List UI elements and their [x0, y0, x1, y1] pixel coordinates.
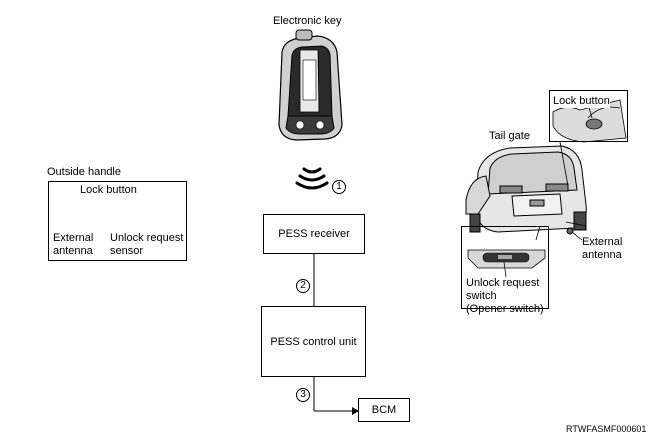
lock-button-inset-icon — [552, 99, 627, 143]
radio-wave-icon — [295, 167, 329, 190]
bcm-label: BCM — [371, 404, 397, 416]
bcm-box: BCM — [358, 398, 410, 422]
step-1-marker: 1 — [332, 180, 346, 194]
outside-handle-label: Outside handle — [47, 166, 121, 178]
tail-gate-label: Tail gate — [489, 130, 530, 142]
electronic-key-label: Electronic key — [273, 15, 342, 27]
pess-control-unit-box: PESS control unit — [261, 306, 366, 377]
step-2-marker: 2 — [296, 279, 310, 293]
unlock-request-sensor-label: Unlock request sensor — [110, 232, 184, 257]
lock-button-handle-label: Lock button — [80, 184, 137, 196]
step-3-marker: 3 — [296, 388, 310, 402]
external-antenna-tailgate-label: External antenna — [582, 236, 623, 261]
vehicle-rear-icon — [465, 141, 587, 241]
electronic-key-icon — [278, 29, 343, 141]
unlock-request-switch-label: Unlock request switch (Opener switch) — [466, 277, 544, 315]
lock-button-inset-panel — [549, 90, 628, 142]
lock-button-tailgate-label: Lock button — [553, 95, 610, 108]
arrow-icon — [352, 407, 359, 415]
opener-switch-inset-icon — [467, 249, 546, 278]
pess-control-unit-label: PESS control unit — [270, 335, 357, 348]
outside-handle-panel — [48, 181, 187, 261]
opener-switch-inset-panel — [461, 226, 549, 309]
figure-code: RTWFASMF000601 — [566, 424, 647, 434]
pess-receiver-box: PESS receiver — [263, 214, 365, 254]
pess-receiver-label: PESS receiver — [278, 228, 350, 240]
external-antenna-handle-label: External antenna — [53, 232, 94, 257]
